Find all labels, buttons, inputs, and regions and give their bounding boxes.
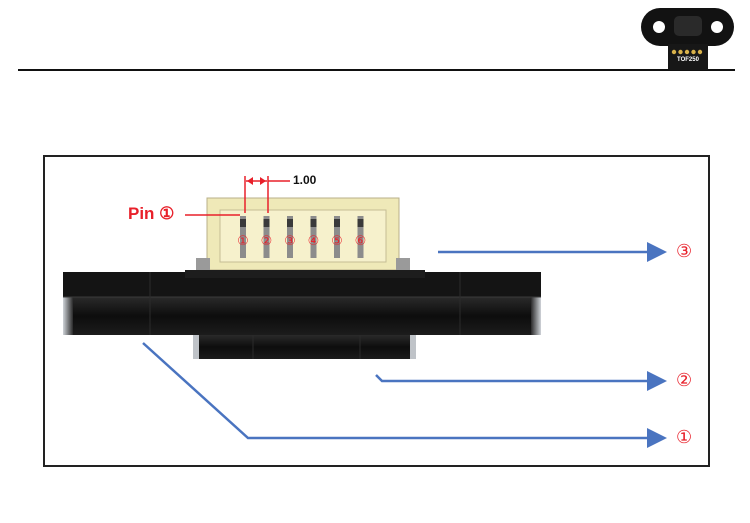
- diagram-frame: [43, 155, 710, 467]
- header-divider: [18, 69, 735, 71]
- pin-5: [334, 216, 340, 258]
- pin-6: [357, 216, 364, 258]
- pin-number-5: ⑤: [331, 234, 343, 249]
- pin-contact-6: [357, 219, 364, 227]
- pin-contact-1: [240, 219, 246, 227]
- logo-text: TOF250: [677, 57, 699, 63]
- pin-3: [287, 216, 293, 258]
- pin-pitch-label: 1.00: [293, 173, 317, 187]
- leader-arrows: [142, 242, 667, 448]
- pin-contact-3: [287, 219, 293, 227]
- pin-number-2: ②: [261, 234, 273, 249]
- callout-part-1: ①: [676, 427, 693, 447]
- connector: [196, 197, 410, 271]
- pin-number-4: ④: [308, 234, 320, 249]
- pin-contact-2: [263, 219, 270, 227]
- pin-pitch-dimension: [244, 176, 290, 213]
- sensor-lower-body: [193, 335, 416, 359]
- pin-1: [240, 216, 246, 258]
- pin-2: [263, 216, 270, 258]
- pin-number-6: ⑥: [355, 234, 367, 249]
- pin-contact-4: [310, 219, 317, 227]
- pin-number-1: ①: [237, 234, 249, 249]
- tof250-module-icon: [641, 8, 734, 70]
- pin-1-label: Pin ①: [128, 204, 175, 223]
- pin-number-3: ③: [284, 234, 296, 249]
- callout-part-2: ②: [676, 370, 693, 390]
- sensor-top-plate: [63, 270, 541, 335]
- pin-4: [310, 216, 317, 258]
- pin-contact-5: [334, 219, 340, 227]
- callout-part-3: ③: [676, 241, 693, 261]
